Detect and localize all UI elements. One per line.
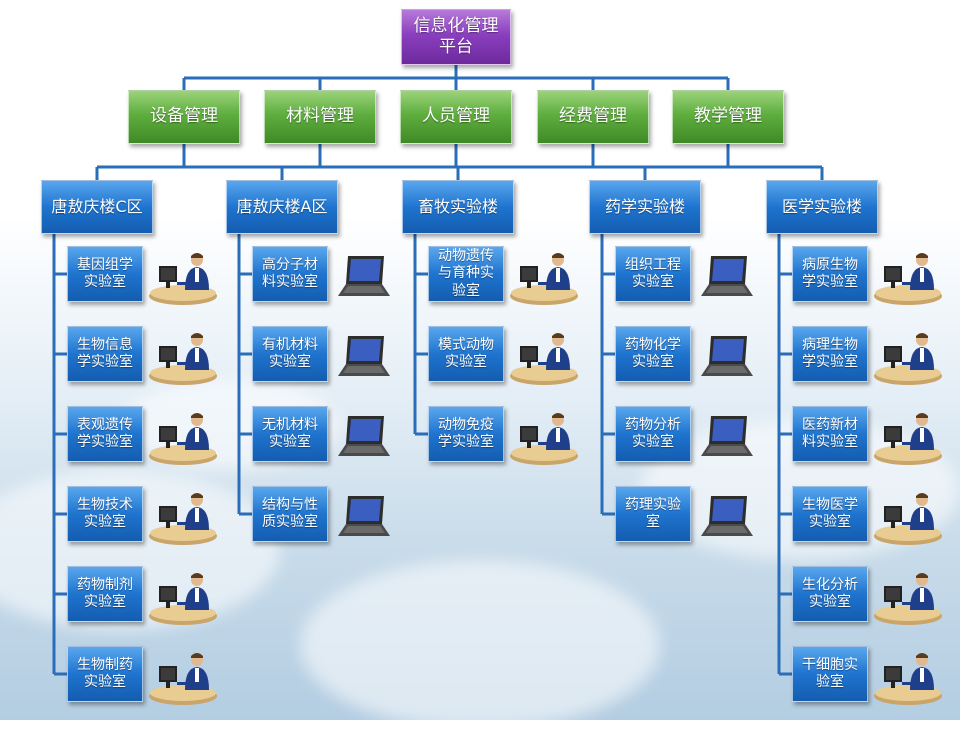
laptop-icon: [701, 336, 753, 376]
laptop-icon: [338, 336, 390, 376]
building-node-4[interactable]: 药学实验楼: [589, 180, 701, 234]
laptop-icon: [701, 496, 753, 536]
person-at-computer-icon: [149, 413, 217, 465]
lab-node[interactable]: 表观遗传学实验室: [67, 406, 143, 462]
person-at-computer-icon: [149, 253, 217, 305]
lab-node[interactable]: 病原生物学实验室: [792, 246, 868, 302]
lab-node[interactable]: 生物医学实验室: [792, 486, 868, 542]
lab-node[interactable]: 生物技术实验室: [67, 486, 143, 542]
management-node-1[interactable]: 设备管理: [128, 90, 240, 144]
person-at-computer-icon: [149, 493, 217, 545]
person-at-computer-icon: [510, 253, 578, 305]
lab-node[interactable]: 生物制药实验室: [67, 646, 143, 702]
management-node-5[interactable]: 教学管理: [672, 90, 784, 144]
lab-node[interactable]: 模式动物实验室: [428, 326, 504, 382]
lab-node[interactable]: 组织工程实验室: [615, 246, 691, 302]
person-at-computer-icon: [149, 333, 217, 385]
lab-node[interactable]: 药物分析实验室: [615, 406, 691, 462]
laptop-icon: [338, 416, 390, 456]
building-node-3[interactable]: 畜牧实验楼: [402, 180, 514, 234]
person-at-computer-icon: [874, 333, 942, 385]
person-at-computer-icon: [874, 573, 942, 625]
lab-node[interactable]: 药物化学实验室: [615, 326, 691, 382]
person-at-computer-icon: [149, 653, 217, 705]
lab-node[interactable]: 无机材料实验室: [252, 406, 328, 462]
lab-node[interactable]: 药理实验室: [615, 486, 691, 542]
root-node[interactable]: 信息化管理 平台: [401, 9, 511, 65]
person-at-computer-icon: [510, 333, 578, 385]
lab-node[interactable]: 有机材料实验室: [252, 326, 328, 382]
lab-node[interactable]: 生化分析实验室: [792, 566, 868, 622]
lab-node[interactable]: 基因组学实验室: [67, 246, 143, 302]
laptop-icon: [338, 256, 390, 296]
building-node-5[interactable]: 医学实验楼: [766, 180, 878, 234]
management-node-2[interactable]: 材料管理: [264, 90, 376, 144]
building-node-2[interactable]: 唐敖庆楼A区: [226, 180, 338, 234]
person-at-computer-icon: [510, 413, 578, 465]
laptop-icon: [338, 496, 390, 536]
management-node-3[interactable]: 人员管理: [400, 90, 512, 144]
lab-node[interactable]: 药物制剂实验室: [67, 566, 143, 622]
lab-node[interactable]: 动物免疫学实验室: [428, 406, 504, 462]
lab-node[interactable]: 医药新材料实验室: [792, 406, 868, 462]
lab-node[interactable]: 干细胞实验室: [792, 646, 868, 702]
management-node-4[interactable]: 经费管理: [537, 90, 649, 144]
person-at-computer-icon: [874, 413, 942, 465]
lab-node[interactable]: 动物遗传与育种实验室: [428, 246, 504, 302]
person-at-computer-icon: [149, 573, 217, 625]
laptop-icon: [701, 416, 753, 456]
person-at-computer-icon: [874, 493, 942, 545]
lab-node[interactable]: 高分子材料实验室: [252, 246, 328, 302]
laptop-icon: [701, 256, 753, 296]
lab-node[interactable]: 病理生物学实验室: [792, 326, 868, 382]
lab-node[interactable]: 结构与性质实验室: [252, 486, 328, 542]
person-at-computer-icon: [874, 253, 942, 305]
person-at-computer-icon: [874, 653, 942, 705]
lab-node[interactable]: 生物信息学实验室: [67, 326, 143, 382]
cloud: [300, 560, 660, 730]
building-node-1[interactable]: 唐敖庆楼C区: [41, 180, 153, 234]
